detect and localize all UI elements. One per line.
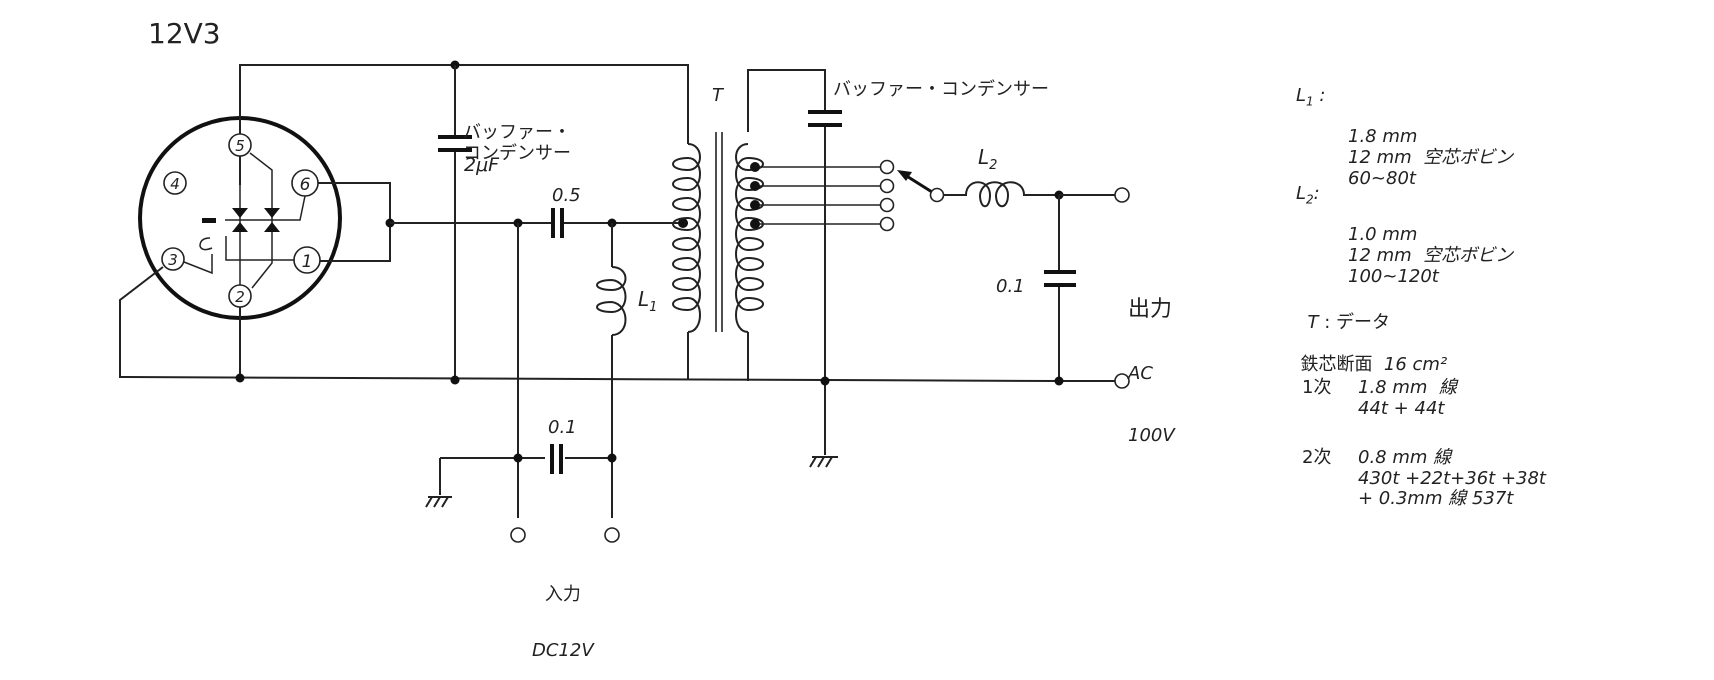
junction [820, 376, 830, 386]
output-cap-value: 0.1 [996, 276, 1025, 297]
tap-switch-arrowhead [897, 170, 912, 181]
wire-input [439, 223, 613, 518]
tube-pin-3: 3 [161, 247, 185, 271]
filament-loop [199, 237, 213, 251]
output-label: 出力 AC 100V [1128, 297, 1175, 446]
svg-text:4: 4 [170, 175, 180, 193]
tap-switch-pivot [929, 187, 945, 203]
tube-pin-1: 1 [293, 246, 321, 274]
transformer-secondary-lead [747, 69, 826, 455]
wire-pin6-pin1 [318, 182, 391, 262]
tap-switch-contact-1[interactable] [879, 159, 895, 175]
tube-name-label: 12V3 [148, 17, 221, 50]
svg-text:1: 1 [302, 252, 313, 272]
wire-top [239, 64, 689, 185]
diode-symbol [232, 208, 280, 232]
junction [1054, 376, 1064, 386]
heater-bar [202, 218, 216, 223]
output-terminal-1 [1114, 187, 1130, 203]
tap-junction [750, 181, 760, 191]
svg-text:6: 6 [300, 175, 311, 195]
ground-icon [425, 496, 452, 508]
tube-pin-5: 5 [228, 133, 252, 157]
junction [678, 218, 688, 228]
buffer-cap-1-label: バッファー・コンデンサー [463, 122, 571, 165]
tap-junction [750, 162, 760, 172]
input-cap-value: 0.1 [548, 417, 577, 438]
input-label: 入力 DC12V [532, 583, 594, 662]
tube-pin-2: 2 [228, 284, 252, 308]
tap-junction [750, 200, 760, 210]
capacitor-plate [550, 444, 554, 474]
svg-text:2: 2 [235, 288, 245, 306]
inductor-l2 [944, 181, 1059, 208]
wire-pin3 [119, 266, 1060, 382]
capacitor-plate [438, 135, 472, 139]
tube-pin-4: 4 [163, 171, 187, 195]
input-terminal-negative [510, 527, 526, 543]
spec-core: 鉄芯断面 16 cm² [1300, 353, 1448, 375]
capacitor-plate [808, 110, 842, 114]
tap-switch-contact-4[interactable] [879, 216, 895, 232]
output-terminal-2 [1114, 373, 1130, 389]
capacitor-plate [438, 148, 472, 152]
transformer-primary-winding [672, 143, 701, 333]
capacitor-plate [1044, 270, 1076, 274]
tube-pin-6: 6 [291, 169, 319, 197]
junction [513, 453, 523, 463]
tap-switch-contact-3[interactable] [879, 197, 895, 213]
coupling-cap-value: 0.5 [552, 185, 581, 206]
circuit-schematic: 5 4 6 3 1 2 [119, 60, 1130, 543]
capacitor-plate [1044, 283, 1076, 287]
capacitor-plate [551, 208, 555, 238]
tap-junction [750, 219, 760, 229]
spec-transformer: T : データ [1307, 311, 1390, 333]
junction [235, 373, 245, 383]
svg-text:3: 3 [168, 251, 178, 269]
tap-switch-arm[interactable] [904, 173, 933, 194]
transformer-core [715, 132, 723, 332]
tap-switch-contact-2[interactable] [879, 178, 895, 194]
capacitor-plate [808, 123, 842, 127]
input-terminal-positive [604, 527, 620, 543]
buffer-cap-2-label: バッファー・コンデンサー [833, 79, 1049, 100]
inductor-l1 [596, 266, 627, 336]
secondary-taps [756, 166, 880, 225]
transformer-label: T [712, 85, 723, 106]
transformer-secondary-winding [735, 143, 764, 333]
svg-text:5: 5 [235, 137, 245, 155]
wire-output [1058, 194, 1115, 382]
junction [607, 453, 617, 463]
l1-label: L1 [638, 287, 658, 315]
capacitor-plate [559, 444, 563, 474]
junction [450, 375, 460, 385]
l2-label: L2 [978, 145, 998, 173]
buffer-cap-1-value: 2μF [464, 154, 500, 176]
capacitor-plate [560, 208, 564, 238]
ground-icon [809, 456, 838, 468]
